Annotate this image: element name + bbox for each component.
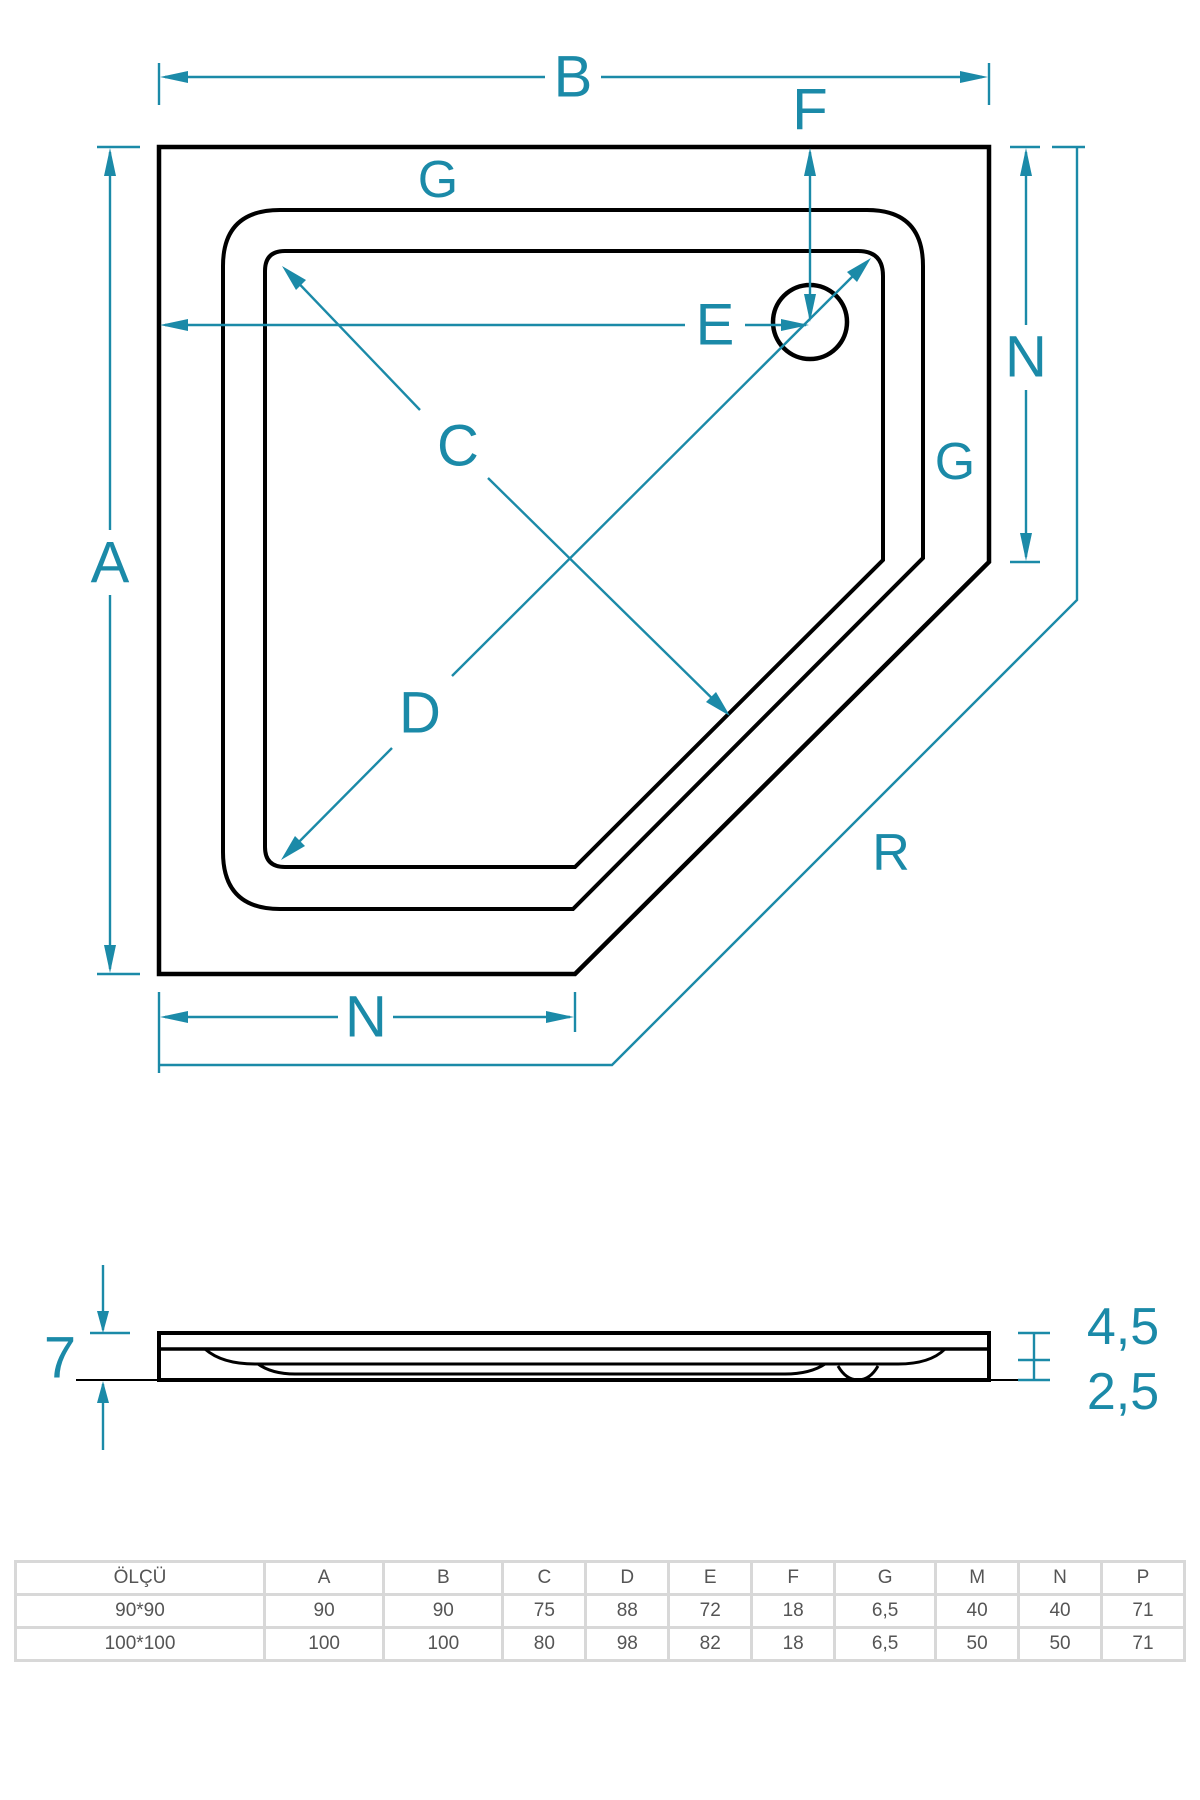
table-cell: 72 <box>667 1593 754 1629</box>
side-basin-curve <box>204 1347 947 1366</box>
side-tray-body <box>157 1331 991 1382</box>
table-cell: 50 <box>934 1626 1021 1662</box>
dim-e-arrow-right <box>781 319 809 331</box>
table-header-e: E <box>667 1560 754 1596</box>
dim-a-arrow-bottom <box>104 945 116 973</box>
dim-d-line-upper <box>451 261 868 677</box>
table-header-b: B <box>382 1560 505 1596</box>
table-cell: 40 <box>934 1593 1021 1629</box>
table-header-a: A <box>262 1560 386 1596</box>
side-basin-bottom <box>257 1362 826 1376</box>
tray-basin-outline <box>263 249 885 869</box>
dim-f-arrow-bottom <box>804 294 816 322</box>
table-cell: 100*100 <box>14 1626 266 1662</box>
dim-n-bottom-arrow-right <box>546 1011 574 1023</box>
table-header-d: D <box>584 1560 671 1596</box>
label-f: F <box>792 78 827 143</box>
table-cell: 71 <box>1100 1626 1186 1662</box>
table-cell: 18 <box>750 1593 837 1629</box>
table-header-n: N <box>1017 1560 1103 1596</box>
dim-n-right-arrow-top <box>1020 148 1032 176</box>
table-cell: 100 <box>262 1626 386 1662</box>
dim-c-arrow-upper <box>282 266 306 290</box>
dim-b-arrow-right <box>960 71 988 83</box>
dim-f-arrow-top <box>804 148 816 176</box>
label-height-total: 7 <box>44 1326 76 1391</box>
dim-n-right-arrow-bottom <box>1020 533 1032 561</box>
label-a: A <box>91 531 130 596</box>
table-cell: 82 <box>667 1626 754 1662</box>
table-row: 90*90 90 90 75 88 72 18 6,5 40 40 71 <box>14 1593 1186 1629</box>
label-b: B <box>554 45 593 110</box>
table-cell: 90*90 <box>14 1593 266 1629</box>
dim-d-arrow-lower <box>281 836 305 860</box>
table-header-p: P <box>1100 1560 1186 1596</box>
dim-c-arrow-lower <box>706 692 730 716</box>
table-header-g: G <box>833 1560 938 1596</box>
label-n-bottom: N <box>345 985 387 1050</box>
table-header-size: ÖLÇÜ <box>14 1560 266 1596</box>
table-cell: 6,5 <box>833 1593 938 1629</box>
table-cell: 75 <box>501 1593 588 1629</box>
table-row: 100*100 100 100 80 98 82 18 6,5 50 50 71 <box>14 1626 1186 1662</box>
table-cell: 100 <box>382 1626 505 1662</box>
tray-outer-outline <box>156 144 992 977</box>
dim-c-line-lower <box>487 477 728 714</box>
side-drain-profile <box>836 1365 880 1382</box>
table-cell: 71 <box>1100 1593 1186 1629</box>
table-cell: 90 <box>262 1593 386 1629</box>
tray-rim-outline <box>221 208 925 911</box>
label-r: R <box>872 824 910 882</box>
dim-b-arrow-left <box>160 71 188 83</box>
dim-r-line <box>159 147 1079 1067</box>
table-cell: 80 <box>501 1626 588 1662</box>
table-cell: 90 <box>382 1593 505 1629</box>
table-cell: 40 <box>1017 1593 1103 1629</box>
dim-7-arrow-bottom <box>97 1381 109 1403</box>
dim-e-arrow-left <box>160 319 188 331</box>
label-n-right: N <box>1005 325 1047 390</box>
dim-a-arrow-top <box>104 148 116 176</box>
table-header-row: ÖLÇÜ A B C D E F G M N P <box>14 1560 1186 1596</box>
table-header-m: M <box>934 1560 1021 1596</box>
label-g-right: G <box>935 433 975 491</box>
dim-7-arrow-top <box>97 1311 109 1333</box>
dim-d-line-lower <box>284 747 393 857</box>
table-cell: 88 <box>584 1593 671 1629</box>
label-e: E <box>696 293 735 358</box>
dim-n-bottom-arrow-left <box>160 1011 188 1023</box>
label-height-upper: 4,5 <box>1087 1298 1159 1356</box>
label-height-lower: 2,5 <box>1087 1363 1159 1421</box>
label-d: D <box>399 681 441 746</box>
table-cell: 6,5 <box>833 1626 938 1662</box>
table-cell: 18 <box>750 1626 837 1662</box>
table-header-f: F <box>750 1560 837 1596</box>
table-cell: 98 <box>584 1626 671 1662</box>
label-g-top: G <box>418 151 458 209</box>
label-c: C <box>437 414 479 479</box>
dimensions-table: ÖLÇÜ A B C D E F G M N P 90*90 90 90 75 … <box>14 1560 1186 1662</box>
dim-d-arrow-upper <box>847 258 871 282</box>
table-cell: 50 <box>1017 1626 1103 1662</box>
table-header-c: C <box>501 1560 588 1596</box>
dim-c-line-upper <box>285 269 421 411</box>
